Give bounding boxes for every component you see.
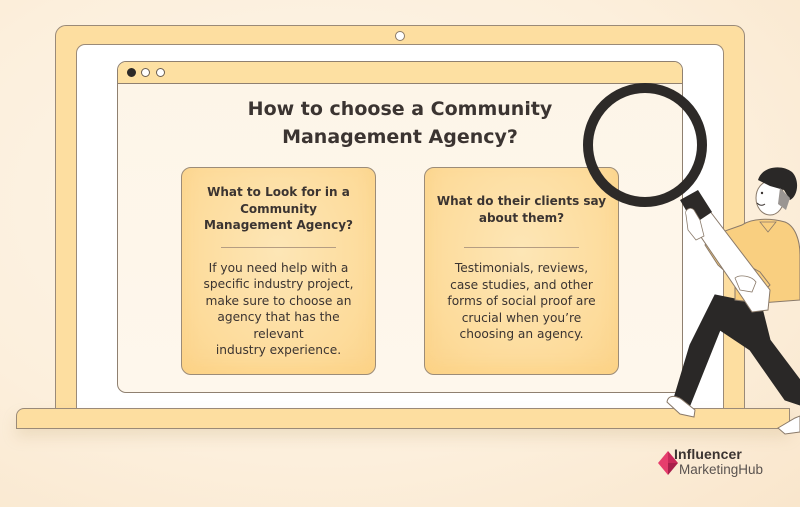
influencer-marketing-hub-logo: Influencer MarketingHub <box>657 446 787 480</box>
person-legs <box>666 294 800 435</box>
logo-text-influencer: Influencer <box>674 446 742 462</box>
card-heading-line: What do their clients say <box>436 194 607 208</box>
card-what-to-look-for: What to Look for in a Community Manageme… <box>181 167 376 375</box>
person-head <box>755 167 798 216</box>
card-client-reviews: What do their clients say about them? Te… <box>424 167 619 375</box>
card-body-line: If you need help with a <box>208 260 349 275</box>
logo-diamond-icon <box>658 451 678 475</box>
window-control-dot-filled-icon <box>127 68 136 77</box>
window-control-dot-empty-icon <box>156 68 165 77</box>
magnifier-neck <box>680 190 712 224</box>
card-body-line: agency that has the relevant <box>217 310 340 341</box>
magnifying-glass-icon <box>583 83 707 207</box>
card-body-line: industry experience. <box>215 343 342 357</box>
card-heading-line: Management Agency? <box>204 218 353 232</box>
laptop-base <box>16 408 790 429</box>
person-with-magnifying-glass-illustration <box>583 83 800 435</box>
card-heading-line: Community <box>240 201 317 216</box>
page-title: How to choose a Community Management Age… <box>200 95 600 151</box>
card-body-line: case studies, and other <box>450 277 593 292</box>
logo-text-marketinghub: MarketingHub <box>679 462 764 477</box>
page-title-line-1: How to choose a Community <box>247 98 553 120</box>
window-control-dot-empty-icon <box>141 68 150 77</box>
card-body-line: choosing an agency. <box>459 327 584 341</box>
card-divider <box>221 246 336 248</box>
card-divider <box>464 247 579 248</box>
card-body-line: crucial when you’re <box>461 310 582 325</box>
card-body-line: forms of social proof are <box>447 294 596 308</box>
laptop-camera-icon <box>395 31 405 41</box>
card-body-line: Testimonials, reviews, <box>454 261 589 275</box>
page-title-line-2: Management Agency? <box>282 126 518 148</box>
card-body-line: specific industry project, <box>203 277 354 291</box>
card-body-line: make sure to choose an <box>205 293 352 308</box>
card-heading-line: about them? <box>478 210 565 225</box>
card-heading-line: What to Look for in a <box>207 185 350 199</box>
window-titlebar <box>118 62 682 84</box>
